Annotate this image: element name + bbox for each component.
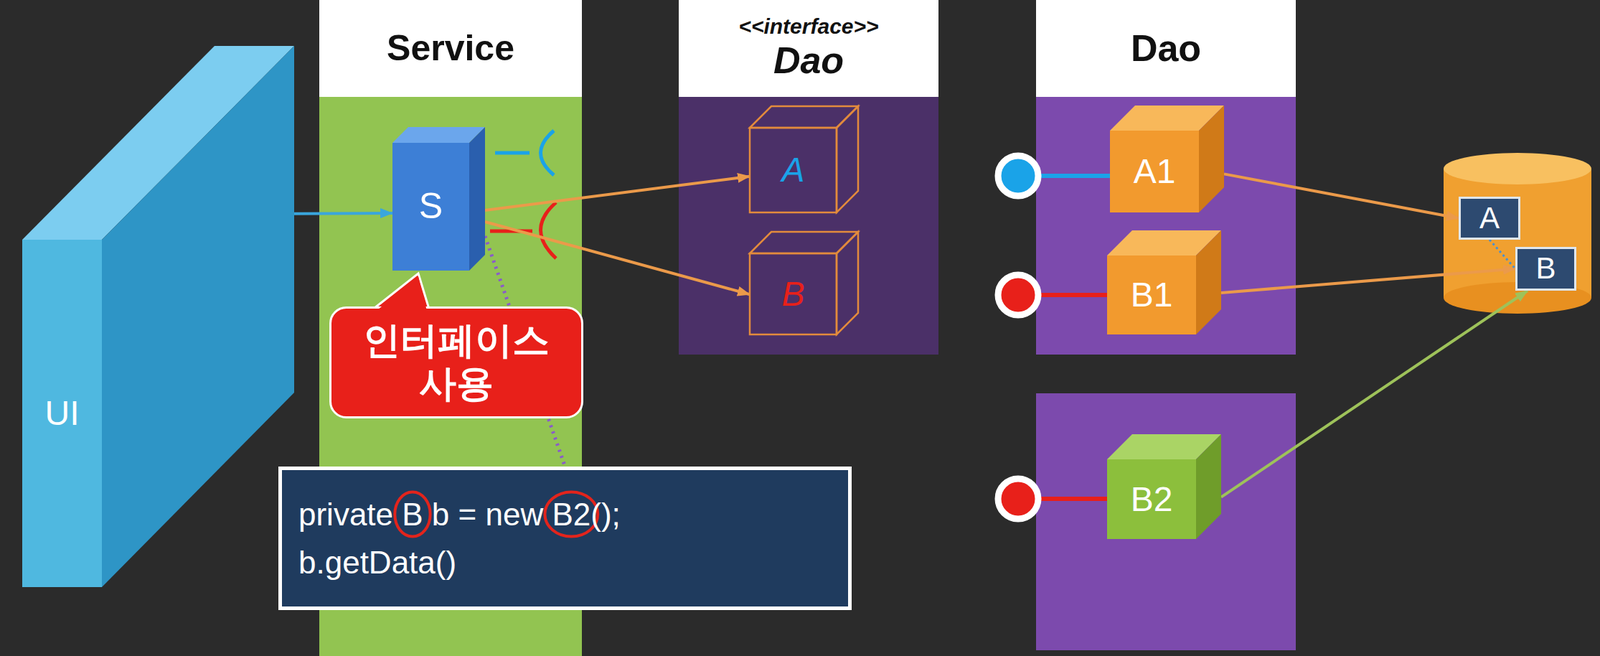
cube-face	[1198, 105, 1225, 213]
ui-slab: UI	[22, 45, 295, 587]
cube-label: B2	[1130, 479, 1174, 519]
table-label: A	[1479, 200, 1500, 236]
connector	[1221, 269, 1516, 294]
interface-band	[678, 96, 939, 355]
dao-band	[1036, 96, 1296, 355]
cube-face	[1196, 230, 1222, 335]
cube-label: A1	[1133, 151, 1176, 191]
table-label: B	[1535, 251, 1556, 286]
slab-front	[22, 239, 102, 587]
code-line: b.getData()	[298, 538, 457, 587]
socket-stem	[495, 151, 530, 155]
connector	[1224, 173, 1459, 219]
callout-joint	[369, 276, 429, 317]
cube-face	[392, 142, 470, 271]
connector	[1221, 290, 1528, 498]
column-heading: Service	[386, 27, 515, 70]
cube-label: B1	[1130, 274, 1174, 315]
ui-label: UI	[45, 393, 80, 433]
cube-face	[1109, 130, 1199, 213]
cube-face	[1107, 255, 1197, 335]
cube-label: B	[781, 274, 805, 314]
cube-face	[1196, 434, 1222, 539]
connector	[485, 221, 750, 295]
class-cube: S	[392, 126, 486, 271]
lollipop	[998, 274, 1039, 315]
database-body	[1443, 168, 1592, 298]
cube-label-area: B	[749, 253, 837, 335]
cube-face	[392, 126, 486, 143]
cube-face	[469, 126, 486, 271]
code-line: private B b = new B2();	[298, 490, 621, 539]
class-cube: A	[749, 106, 859, 213]
class-cube: B	[749, 231, 859, 335]
column-heading: Dao	[1130, 27, 1202, 71]
class-cube: B1	[1107, 230, 1222, 335]
cube-label-area: A1	[1109, 130, 1199, 213]
lollipop-stem	[1040, 173, 1120, 178]
dao-band-lower	[1036, 393, 1296, 651]
cube-label-area: S	[392, 142, 470, 271]
column-heading: <<interface>>	[738, 14, 879, 40]
cube-label: S	[419, 185, 443, 228]
table-label-area: B	[1517, 248, 1575, 289]
column-header: Service	[319, 0, 582, 97]
callout-bubble: 인터페이스 사용	[329, 306, 584, 419]
cube-face	[749, 231, 859, 254]
column-heading: Dao	[773, 39, 844, 83]
layer-column: <<interface>>DaoA B	[678, 0, 939, 355]
lollipop	[998, 478, 1039, 519]
code-text-area: private B b = new B2();b.getData()	[278, 466, 852, 610]
callout-body	[330, 307, 583, 418]
code-box: private B b = new B2();b.getData()	[278, 466, 852, 610]
cube-face	[836, 231, 859, 335]
cube-face	[836, 106, 859, 213]
cube-label-area: A	[749, 127, 837, 213]
cube-face	[749, 253, 837, 335]
database-top	[1443, 152, 1592, 185]
connector	[1489, 239, 1516, 270]
lollipop-stem	[1040, 292, 1117, 298]
cube-face	[749, 106, 859, 128]
callout-text-area: 인터페이스 사용	[329, 306, 584, 419]
cube-label-area: B1	[1107, 255, 1197, 335]
slab-shape	[22, 45, 295, 587]
table-label-area: A	[1460, 198, 1519, 238]
callout-text: 인터페이스 사용	[343, 319, 569, 406]
cube-label: A	[781, 149, 805, 190]
slab-side	[101, 45, 295, 587]
code-marks	[278, 466, 852, 610]
lollipop	[998, 155, 1039, 196]
socket-arc	[540, 130, 555, 176]
layer-column: DaoA1B1	[1036, 0, 1296, 355]
slab-label-area: UI	[22, 239, 102, 587]
table-box: A	[1458, 196, 1521, 240]
cube-label-area: B2	[1107, 459, 1197, 539]
cube-face	[1107, 459, 1197, 539]
class-cube: B2	[1107, 434, 1222, 539]
connector	[485, 176, 750, 211]
table-box: B	[1515, 246, 1577, 291]
connector	[294, 211, 393, 216]
cube-face	[749, 127, 837, 213]
lollipop-stem	[1040, 496, 1117, 501]
column-header: <<interface>>Dao	[678, 0, 939, 97]
class-cube: A1	[1109, 105, 1225, 213]
column-header: Dao	[1036, 0, 1296, 97]
socket-arc	[540, 202, 557, 259]
